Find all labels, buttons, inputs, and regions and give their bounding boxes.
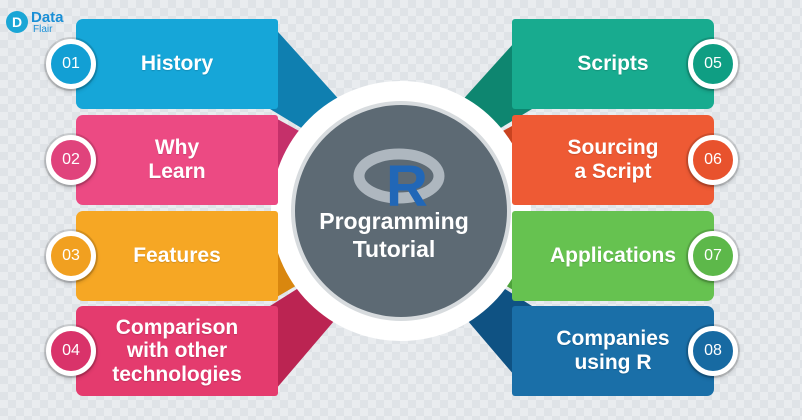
topic-card-03 bbox=[76, 211, 278, 301]
topic-number-badge-06: 06 bbox=[688, 135, 738, 185]
topic-label-03: Features bbox=[133, 244, 221, 268]
topic-label-01: History bbox=[140, 52, 214, 76]
topic-number-badge-04: 04 bbox=[46, 326, 96, 376]
center-circle bbox=[291, 101, 511, 321]
topic-number-badge-08: 08 bbox=[688, 326, 738, 376]
topic-label-07: Applications bbox=[549, 244, 676, 268]
topic-number-badge-07: 07 bbox=[688, 231, 738, 281]
center-title: Programming Tutorial bbox=[292, 208, 496, 263]
topic-card-08 bbox=[512, 306, 714, 396]
topic-number-badge-02: 02 bbox=[46, 135, 96, 185]
topic-number-badge-03: 03 bbox=[46, 231, 96, 281]
logo-text-line2: Flair bbox=[33, 23, 53, 35]
topic-label-02: Why Learn bbox=[148, 136, 206, 183]
topic-card-05 bbox=[512, 19, 714, 109]
center-title-line2: Tutorial bbox=[352, 235, 436, 262]
topic-card-04 bbox=[76, 306, 278, 396]
topic-label-05: Scripts bbox=[577, 52, 649, 76]
topic-number-badge-01: 01 bbox=[46, 39, 96, 89]
r-logo-ring-icon bbox=[353, 148, 445, 204]
topic-card-02 bbox=[76, 115, 278, 205]
dataflair-logo: D Data Flair bbox=[6, 2, 86, 42]
logo-mark-icon: D bbox=[6, 11, 28, 33]
r-logo-letter: R bbox=[386, 154, 428, 219]
topic-card-06 bbox=[512, 115, 714, 205]
topic-number-badge-05: 05 bbox=[688, 39, 738, 89]
topic-label-08: Companies using R bbox=[556, 327, 670, 374]
center-title-line1: Programming bbox=[319, 208, 469, 234]
topic-card-07 bbox=[512, 211, 714, 301]
topic-label-06: Sourcing a Script bbox=[567, 136, 659, 183]
topic-label-04: Comparison with other technologies bbox=[112, 315, 242, 386]
logo-text-line1: Data bbox=[31, 8, 64, 26]
topic-card-01 bbox=[76, 19, 278, 109]
